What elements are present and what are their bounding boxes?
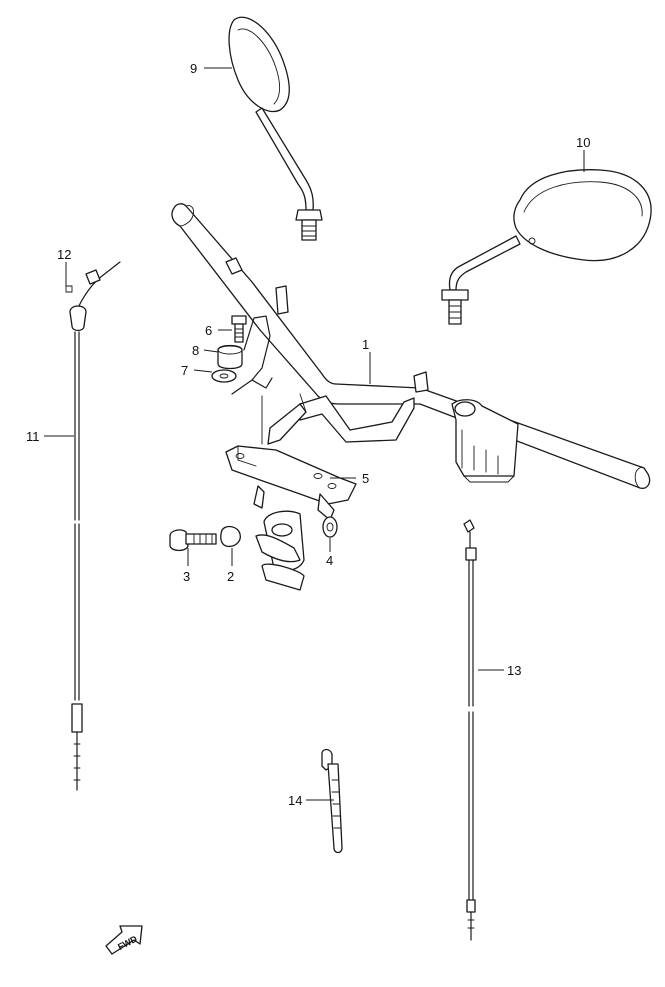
callout-4: 4 xyxy=(326,553,334,568)
cushion-8 xyxy=(217,344,243,370)
brake-cable xyxy=(463,519,477,941)
bolt-3 xyxy=(169,529,217,552)
leader-lines xyxy=(44,67,585,801)
callout-13: 13 xyxy=(507,663,522,678)
left-mirror xyxy=(228,16,323,241)
callout-8: 8 xyxy=(192,343,200,358)
callout-1: 1 xyxy=(362,337,370,352)
callout-9: 9 xyxy=(190,61,198,76)
nut-4 xyxy=(322,516,338,538)
callout-6: 6 xyxy=(205,323,213,338)
clamp-strap xyxy=(321,748,343,854)
callout-12: 12 xyxy=(57,247,72,262)
callout-2: 2 xyxy=(227,569,235,584)
forward-arrow-icon: FWD xyxy=(105,925,143,955)
callout-14: 14 xyxy=(288,793,303,808)
callout-11: 11 xyxy=(26,429,40,444)
throttle-cable xyxy=(65,261,121,791)
callout-7: 7 xyxy=(181,363,189,378)
washer-7 xyxy=(211,369,237,383)
bolt-6 xyxy=(231,315,247,343)
holder-bracket xyxy=(225,315,357,591)
callout-3: 3 xyxy=(183,569,191,584)
callout-10: 10 xyxy=(576,135,591,150)
callout-5: 5 xyxy=(362,471,370,486)
right-mirror xyxy=(441,169,652,325)
handlebar xyxy=(171,203,651,489)
cap-nut-2 xyxy=(220,525,241,548)
